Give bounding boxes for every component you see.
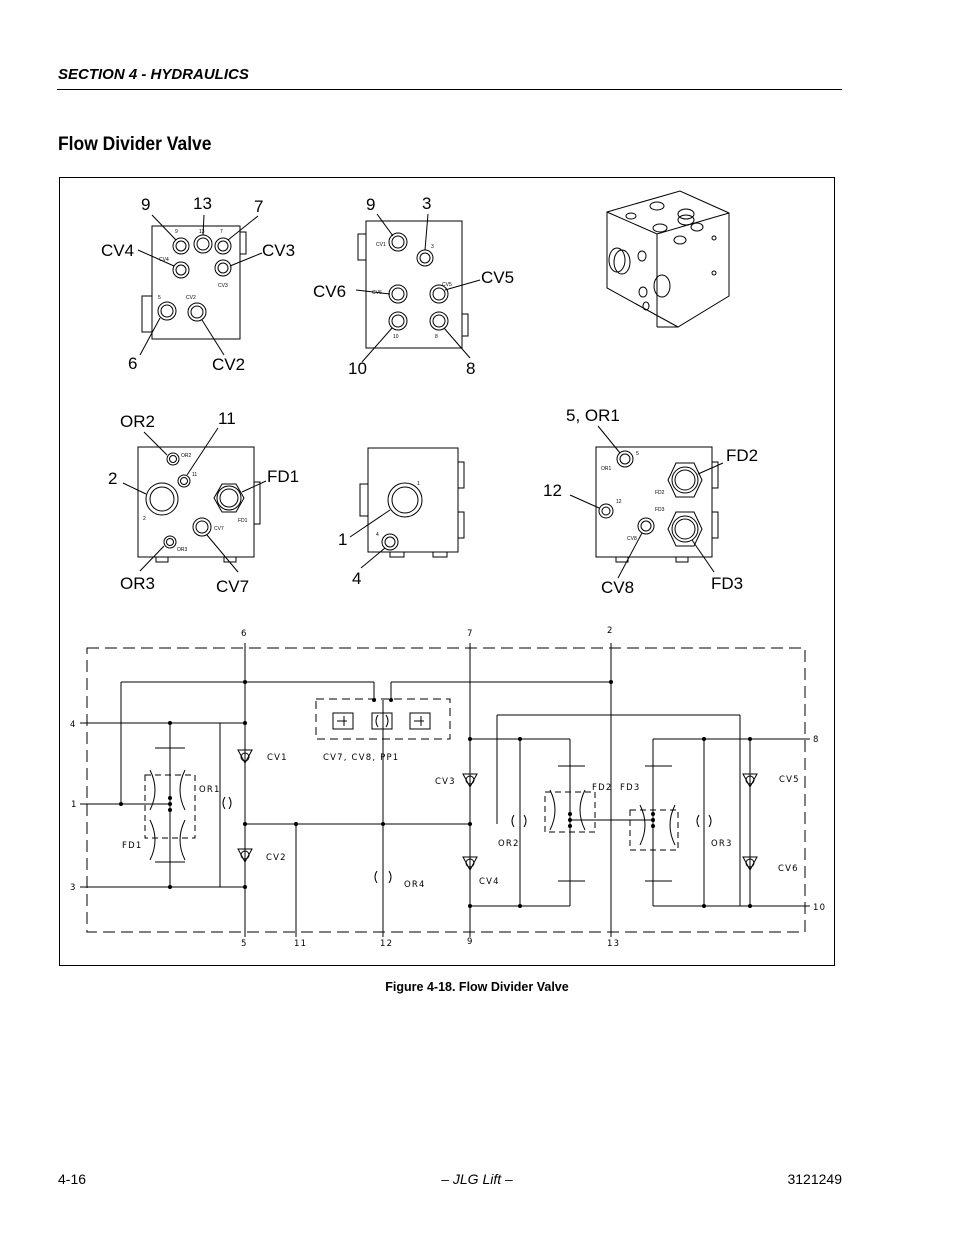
v1-callout-cv4: CV4 [101, 241, 134, 260]
section-header: SECTION 4 - HYDRAULICS [58, 66, 249, 83]
v4-tag-or2: OR2 [181, 453, 192, 459]
v6-tag-fd2: FD2 [655, 490, 665, 496]
v4-tag-2: 2 [143, 516, 146, 522]
sch-port-13: 13 [607, 939, 620, 949]
v1-callout-13: 13 [193, 194, 212, 213]
valve-view-1 [137, 214, 263, 356]
v2-tag-10: 10 [393, 334, 399, 340]
v4-tag-fd1: FD1 [238, 518, 248, 524]
sch-cv3: CV3 [435, 777, 456, 787]
sch-fd3: FD3 [620, 783, 640, 793]
v4-callout-cv7: CV7 [216, 577, 249, 596]
v1-tag-cv4: CV4 [159, 257, 169, 263]
sch-cv5: CV5 [779, 775, 800, 785]
sch-fd2: FD2 [592, 783, 612, 793]
v1-tag-5: 5 [158, 295, 161, 301]
v1-callout-7: 7 [254, 197, 263, 216]
v6-callout-12: 12 [543, 481, 562, 500]
footer-doc-number: 3121249 [787, 1171, 842, 1187]
v4-callout-or2: OR2 [120, 412, 155, 431]
v4-callout-fd1: FD1 [267, 467, 299, 486]
sch-or1: OR1 [199, 785, 221, 795]
valve-isometric-view [606, 190, 730, 328]
sch-port-7: 7 [467, 629, 474, 639]
v2-callout-9: 9 [366, 195, 375, 214]
v5-tag-1: 1 [417, 481, 420, 487]
sch-cv6: CV6 [778, 864, 799, 874]
valve-view-5 [349, 447, 465, 569]
schematic-junctions [119, 680, 752, 908]
v1-tag-cv3: CV3 [218, 283, 228, 289]
figure-frame [59, 177, 835, 966]
v5-tag-4: 4 [376, 532, 379, 538]
v4-tag-cv7: CV7 [214, 526, 224, 532]
sch-cv1: CV1 [267, 753, 288, 763]
v6-tag-cv8: CV8 [627, 536, 637, 542]
v1-callout-9: 9 [141, 195, 150, 214]
valve-view-2 [355, 213, 481, 363]
v2-tag-3: 3 [431, 244, 434, 250]
sch-port-9: 9 [467, 937, 474, 947]
footer-publisher: – JLG Lift – [441, 1171, 513, 1187]
v2-callout-cv5: CV5 [481, 268, 514, 287]
sch-port-6: 6 [241, 629, 248, 639]
v6-callout-fd3: FD3 [711, 574, 743, 593]
v6-tag-5: 5 [636, 451, 639, 457]
sch-port-4: 4 [70, 720, 77, 730]
v1-tag-13: 13 [199, 229, 205, 235]
valve-view-4 [122, 427, 267, 573]
sch-or2: OR2 [498, 839, 520, 849]
v4-callout-or3: OR3 [120, 574, 155, 593]
page-title: Flow Divider Valve [58, 134, 212, 155]
sch-port-5: 5 [241, 939, 248, 949]
v1-tag-7: 7 [220, 229, 223, 235]
footer-page-number: 4-16 [58, 1171, 87, 1187]
sch-cv2: CV2 [266, 853, 287, 863]
sch-port-10: 10 [813, 903, 826, 913]
v2-callout-cv6: CV6 [313, 282, 346, 301]
v6-tag-12: 12 [616, 499, 622, 505]
v5-callout-1: 1 [338, 530, 347, 549]
sch-port-8: 8 [813, 735, 820, 745]
v6-callout-fd2: FD2 [726, 446, 758, 465]
v2-tag-cv6: CV6 [372, 290, 382, 296]
v1-callout-cv3: CV3 [262, 241, 295, 260]
v4-tag-11: 11 [192, 472, 197, 478]
v2-tag-cv5: CV5 [442, 282, 452, 288]
v6-tag-fd3: FD3 [655, 507, 665, 513]
v1-tag-9: 9 [175, 229, 178, 235]
header-rule [57, 89, 842, 90]
v4-callout-11: 11 [218, 409, 236, 428]
v1-callout-6: 6 [128, 354, 137, 373]
v2-tag-8: 8 [435, 334, 438, 340]
sch-cv4: CV4 [479, 877, 500, 887]
v2-tag-cv1: CV1 [376, 242, 386, 248]
v2-callout-8: 8 [466, 359, 475, 378]
v6-callout-cv8: CV8 [601, 578, 634, 597]
v6-callout-or1: 5, OR1 [566, 406, 620, 425]
sch-port-2: 2 [607, 626, 614, 636]
sch-or3: OR3 [711, 839, 733, 849]
v6-tag-or1: OR1 [601, 466, 612, 472]
sch-port-3: 3 [70, 883, 77, 893]
v2-callout-3: 3 [422, 194, 431, 213]
v2-callout-10: 10 [348, 359, 367, 378]
v1-callout-cv2: CV2 [212, 355, 245, 374]
figure-caption: Figure 4-18. Flow Divider Valve [385, 980, 569, 994]
hydraulic-schematic [80, 643, 810, 937]
v5-callout-4: 4 [352, 569, 361, 588]
v1-tag-cv2: CV2 [186, 295, 196, 301]
sch-port-1: 1 [71, 800, 78, 810]
sch-port-12: 12 [380, 939, 393, 949]
v4-tag-or3: OR3 [177, 547, 188, 553]
sch-port-11: 11 [294, 939, 307, 949]
sch-module-label: CV7, CV8, PP1 [323, 753, 399, 763]
sch-or4: OR4 [404, 880, 426, 890]
valve-view-6 [569, 425, 724, 579]
v4-callout-2: 2 [108, 469, 117, 488]
sch-fd1: FD1 [122, 841, 142, 851]
